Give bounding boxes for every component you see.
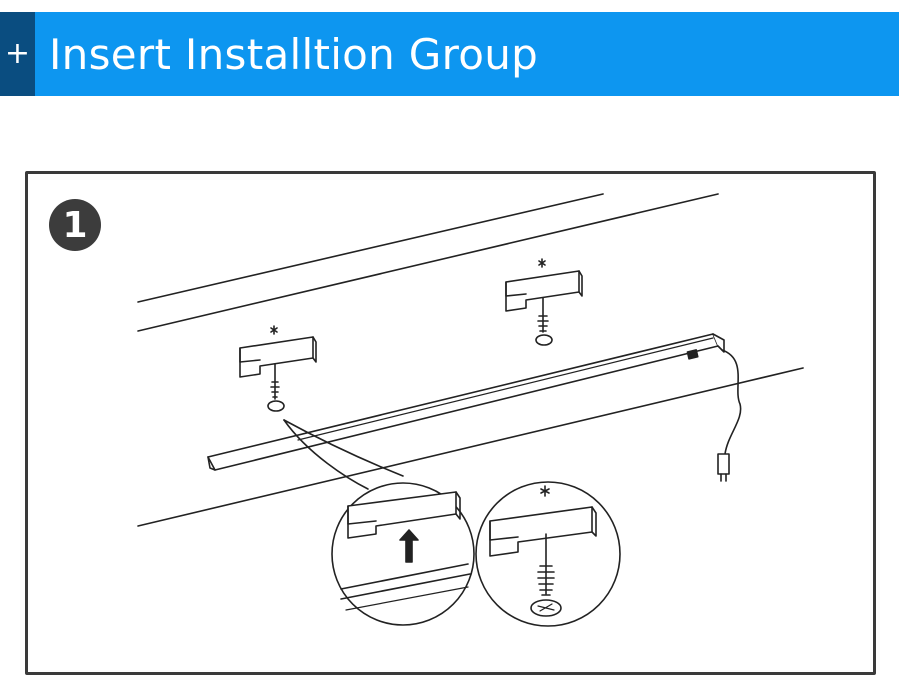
section-title: Insert Installtion Group [35, 12, 899, 96]
cabinet-edge-lines [137, 193, 804, 527]
magnifier-circle-icon [475, 481, 621, 627]
mounting-clip-icon [505, 258, 583, 312]
installation-diagram [137, 193, 804, 627]
screw-icon [267, 363, 285, 412]
installation-figure: 1 [25, 171, 876, 675]
magnifier-circle-icon [331, 482, 475, 626]
plus-icon[interactable]: + [0, 12, 35, 96]
screw-icon [535, 297, 553, 346]
callout-lines [283, 419, 404, 490]
power-cable-icon [717, 349, 742, 482]
step-number-badge: 1 [49, 199, 101, 251]
section-header: + Insert Installtion Group [0, 12, 899, 96]
mounting-clip-icon [239, 325, 317, 378]
led-light-bar-icon [207, 333, 725, 471]
